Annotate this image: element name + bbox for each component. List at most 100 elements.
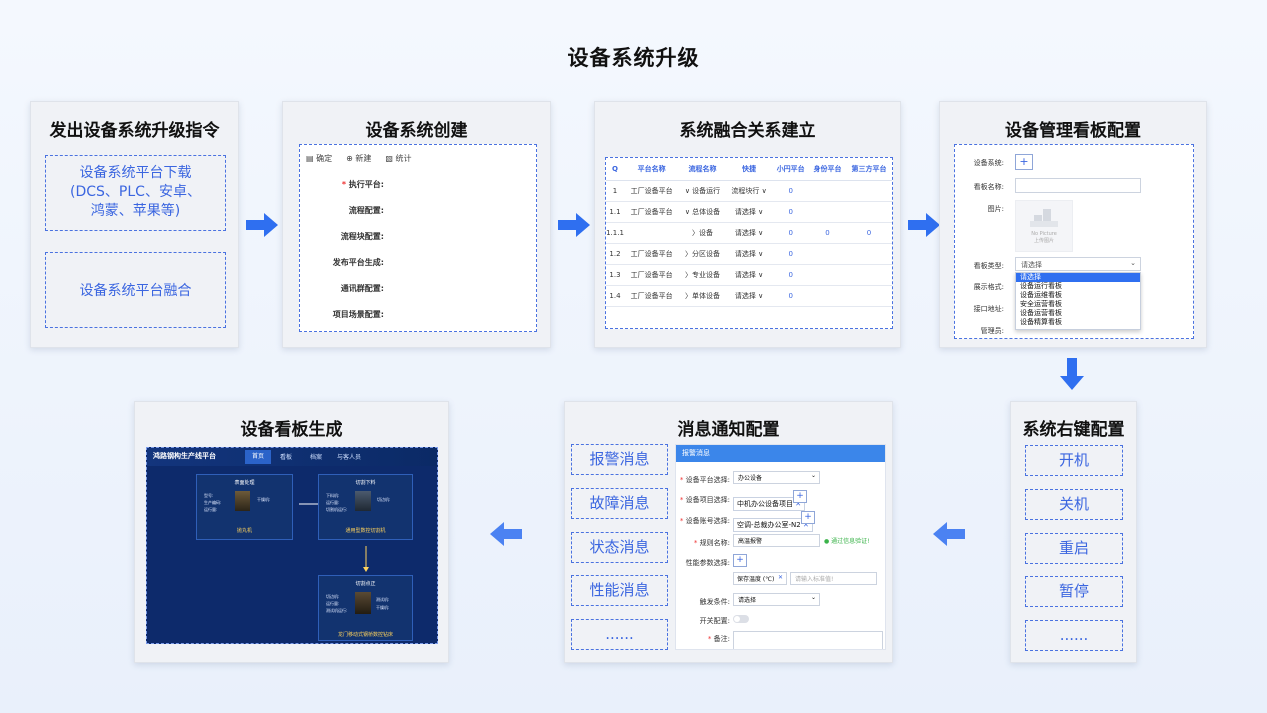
table-cell[interactable]: 请选择 ∨ [725, 243, 773, 265]
account-tag[interactable]: 空调-总裁办公室-N2 ✕ [733, 518, 813, 532]
field-block-config[interactable]: 流程块配置: [340, 232, 384, 241]
table-cell: 0 [772, 264, 810, 286]
name-input[interactable] [1015, 178, 1141, 193]
dropdown-option[interactable]: 设备运营看板 [1020, 309, 1062, 317]
process-node-3[interactable]: 切割点正 切边机:运行量:测试机运行: 测试机:干燥机: 龙门移动式钢桥数控钻床 [318, 575, 413, 641]
label-admin: 管理员: [980, 327, 1004, 335]
table-cell: 1.2 [606, 243, 624, 265]
label-platform: * 设备平台选择: [679, 476, 730, 484]
field-publish[interactable]: 发布平台生成: [332, 258, 384, 267]
status-message-item[interactable]: 状态消息 [571, 532, 668, 563]
field-scene[interactable]: 项目场景配置: [332, 310, 384, 319]
table-header-cell: Q [606, 158, 624, 181]
arrow-right-icon [246, 213, 278, 237]
dashboard-form: 设备系统: + 看板名称: 图片: No Picture 上传图片 看板类型: … [954, 144, 1194, 339]
add-system-button[interactable]: + [1015, 154, 1033, 170]
tab-home[interactable]: 首页 [245, 450, 271, 464]
card-title: 系统右键配置 [1022, 420, 1125, 440]
switch-toggle[interactable] [733, 615, 749, 623]
more-item[interactable]: ...... [1025, 620, 1123, 651]
confirm-button[interactable]: ▤ 确定 [306, 154, 333, 163]
field-comm[interactable]: 通讯群配置: [340, 284, 384, 293]
table-cell[interactable]: 请选择 ∨ [725, 201, 773, 223]
stats-button[interactable]: ▧ 统计 [385, 154, 412, 163]
rule-input[interactable]: 高温报警 [733, 534, 820, 547]
add-param-button[interactable]: + [733, 554, 747, 567]
tab-archive[interactable]: 档案 [310, 454, 323, 461]
trigger-select[interactable]: 请选择⌄ [733, 593, 820, 606]
add-project-button[interactable]: + [793, 490, 807, 503]
alarm-message-item[interactable]: 报警消息 [571, 444, 668, 475]
new-button[interactable]: ⊕ 新建 [346, 154, 372, 163]
project-tag[interactable]: 中机办公设备项目 ✕ [733, 497, 806, 511]
table-cell[interactable]: 请选择 ∨ [725, 285, 773, 307]
fusion-box[interactable]: 设备系统平台融合 [45, 252, 226, 328]
table-cell: ∨ 总体设备 [679, 201, 726, 223]
power-off-item[interactable]: 关机 [1025, 489, 1123, 520]
table-header-cell: 第三方平台 [845, 158, 892, 181]
dropdown-option[interactable]: 设备运维看板 [1020, 291, 1062, 299]
table-cell: 0 [772, 243, 810, 265]
machine-image [235, 491, 250, 511]
more-message-item[interactable]: ...... [571, 619, 668, 650]
dropdown-option[interactable]: 设备运行看板 [1020, 282, 1062, 290]
chevron-down-icon: ⌄ [810, 472, 816, 479]
restart-item[interactable]: 重启 [1025, 533, 1123, 564]
alarm-form-header: 报警消息 [676, 445, 885, 462]
alarm-form: 报警消息 * 设备平台选择: 办公设备⌄ * 设备项目选择: 中机办公设备项目 … [675, 444, 886, 650]
power-on-item[interactable]: 开机 [1025, 445, 1123, 476]
tab-board[interactable]: 看板 [280, 454, 293, 461]
platform-select[interactable]: 办公设备⌄ [733, 471, 820, 484]
arrow-down-icon [1060, 358, 1084, 390]
arrow-right-icon [908, 213, 940, 237]
param-value-input[interactable]: 请输入标准值! [790, 572, 877, 585]
label-trigger: 触发条件: [699, 598, 730, 606]
label-image: 图片: [987, 205, 1004, 213]
table-cell[interactable]: 流程块行 ∨ [725, 180, 773, 202]
table-header-cell: 小円平台 [772, 158, 810, 181]
add-account-button[interactable]: + [801, 511, 815, 524]
field-exec-platform[interactable]: * 执行平台: [341, 180, 384, 189]
table-cell: 0 [772, 180, 810, 202]
fault-message-item[interactable]: 故障消息 [571, 488, 668, 519]
table-header-cell: 身份平台 [809, 158, 846, 181]
table-cell[interactable]: 请选择 ∨ [725, 264, 773, 286]
dropdown-option[interactable]: 请选择 [1016, 273, 1140, 282]
image-upload[interactable]: No Picture 上传图片 [1015, 200, 1073, 252]
table-cell[interactable]: 请选择 ∨ [725, 222, 773, 244]
rule-check: ● 通过信息验证! [824, 538, 870, 545]
arrow-left-icon [933, 522, 965, 546]
remark-input[interactable] [733, 631, 883, 649]
performance-message-item[interactable]: 性能消息 [571, 575, 668, 606]
process-node-2[interactable]: 切割下料 下料机:运行量:切割机运行: 切边机: 通用型数控切割机 [318, 474, 413, 540]
pause-item[interactable]: 暂停 [1025, 576, 1123, 607]
image-placeholder-icon [1030, 209, 1058, 227]
param-box[interactable]: 保存温度 (℃)✕ [733, 572, 787, 585]
table-cell [845, 201, 892, 223]
tab-staff[interactable]: 与客人员 [337, 454, 362, 461]
label-type: 看板类型: [973, 262, 1004, 270]
chevron-down-icon: ⌄ [1130, 259, 1136, 267]
download-box[interactable]: 设备系统平台下载 (DCS、PLC、安卓、 鸿蒙、苹果等) [45, 155, 226, 231]
table-cell: 1.1 [606, 201, 624, 223]
field-flow-config[interactable]: 流程配置: [348, 206, 384, 215]
label-remark: * 备注: [707, 635, 730, 643]
table-cell: 1 [606, 180, 624, 202]
label-system: 设备系统: [973, 159, 1004, 167]
dropdown-option[interactable]: 安全运营看板 [1020, 300, 1062, 308]
type-select[interactable]: 请选择 ⌄ [1015, 257, 1141, 271]
process-node-1[interactable]: 表面处理 型号:生产编码:运行量: 干燥机: 抛丸机 [196, 474, 293, 540]
dropdown-option[interactable]: 设备精算看板 [1020, 318, 1062, 326]
table-cell: 〉设备 [679, 222, 726, 244]
table-header-cell: 平台名称 [624, 158, 680, 181]
dashboard-preview: 鸿路钢构生产线平台 首页 看板 档案 与客人员 表面处理 型号:生产编码:运行量… [146, 447, 438, 644]
table-cell [845, 285, 892, 307]
card-dashboard-generate: 设备看板生成 鸿路钢构生产线平台 首页 看板 档案 与客人员 表面处理 型号:生… [134, 401, 449, 663]
